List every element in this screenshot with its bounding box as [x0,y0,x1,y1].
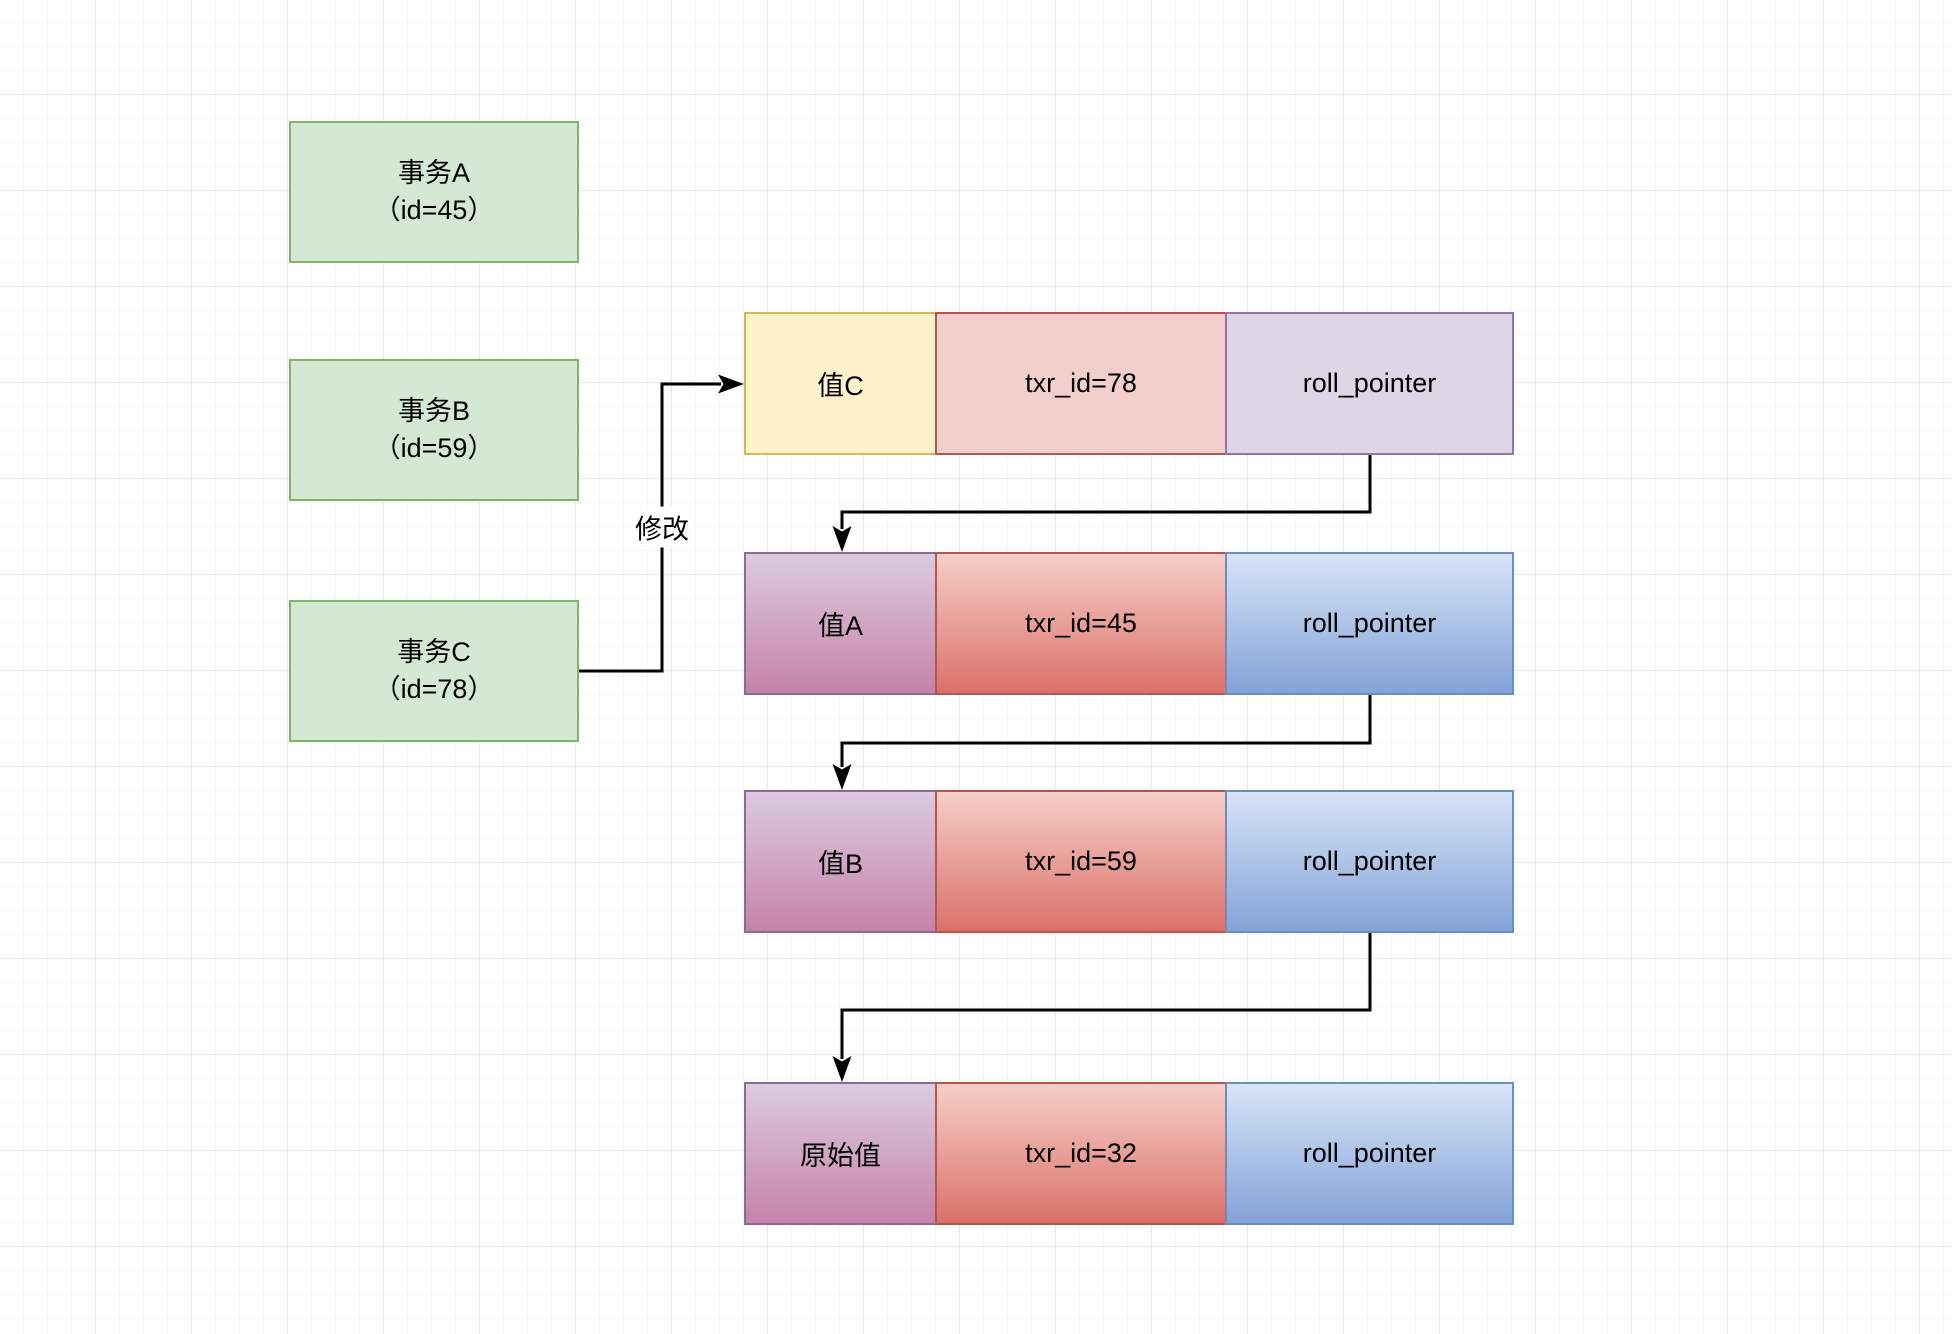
transaction-c-id: （id=78） [373,674,495,704]
arrowhead-down-icon [832,526,852,552]
roll-pointer-cell: roll_pointer [1225,790,1514,933]
arrowhead-down-icon [832,764,852,790]
arrowhead-down-icon [832,1056,852,1082]
transaction-a-id: （id=45） [373,195,495,225]
value-cell: 原始值 [744,1082,937,1225]
edge-label-modify: 修改 [631,506,693,548]
transaction-b-name: 事务B [397,396,470,426]
roll-pointer-cell: roll_pointer [1225,1082,1514,1225]
version-row-undo-3: 原始值 txr_id=32 roll_pointer [744,1082,1514,1225]
transaction-c-name: 事务C [397,637,471,667]
transaction-b-box: 事务B （id=59） [289,359,579,501]
txr-id-cell: txr_id=78 [935,312,1227,455]
transaction-a-name: 事务A [397,158,470,188]
version-row-current: 值C txr_id=78 roll_pointer [744,312,1514,455]
value-cell: 值C [744,312,937,455]
transaction-a-box: 事务A （id=45） [289,121,579,263]
roll-pointer-cell: roll_pointer [1225,552,1514,695]
arrowhead-right-icon [718,374,744,394]
value-cell: 值A [744,552,937,695]
version-row-undo-2: 值B txr_id=59 roll_pointer [744,790,1514,933]
transaction-c-box: 事务C （id=78） [289,600,579,742]
edge-roll-1-2 [840,455,1372,529]
roll-pointer-cell: roll_pointer [1225,312,1514,455]
version-row-undo-1: 值A txr_id=45 roll_pointer [744,552,1514,695]
edge-roll-2-3 [840,695,1372,767]
transaction-b-id: （id=59） [373,433,495,463]
txr-id-cell: txr_id=59 [935,790,1227,933]
value-cell: 值B [744,790,937,933]
edge-roll-3-4 [840,933,1372,1059]
txr-id-cell: txr_id=32 [935,1082,1227,1225]
txr-id-cell: txr_id=45 [935,552,1227,695]
